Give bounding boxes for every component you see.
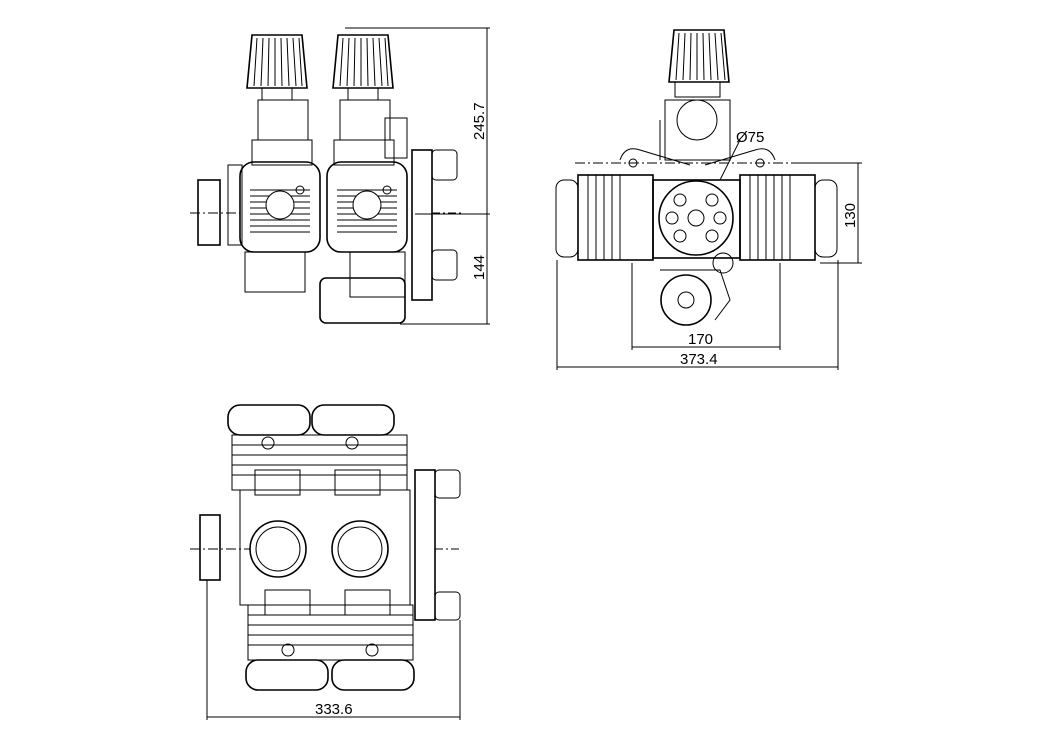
starter-motor <box>319 277 406 324</box>
dim-333-6: 333.6 <box>315 701 353 718</box>
dim-130: 130 <box>842 203 859 228</box>
cylinder-bore-left <box>249 520 307 578</box>
dim-144: 144 <box>471 255 488 280</box>
cylinder-left <box>577 174 654 261</box>
dim-373-4: 373.4 <box>680 351 718 368</box>
air-filter-right <box>332 34 394 101</box>
dim-245-7: 245.7 <box>471 102 488 140</box>
dim-diameter-75: Ø75 <box>736 129 764 146</box>
air-filter-side <box>668 29 730 83</box>
dim-170: 170 <box>688 331 713 348</box>
side-view: Ø75 130 170 373.4 <box>555 29 862 370</box>
front-view: 245.7 144 <box>190 27 490 325</box>
propeller-hub-top <box>199 514 221 581</box>
starter-side <box>660 274 712 326</box>
top-view: 333.6 <box>190 404 462 720</box>
ignition-plate <box>411 149 433 301</box>
cylinder-right <box>739 174 816 261</box>
air-filter-left <box>246 34 308 101</box>
prop-hub-circle <box>658 180 734 256</box>
cylinder-bore-right <box>331 520 389 578</box>
